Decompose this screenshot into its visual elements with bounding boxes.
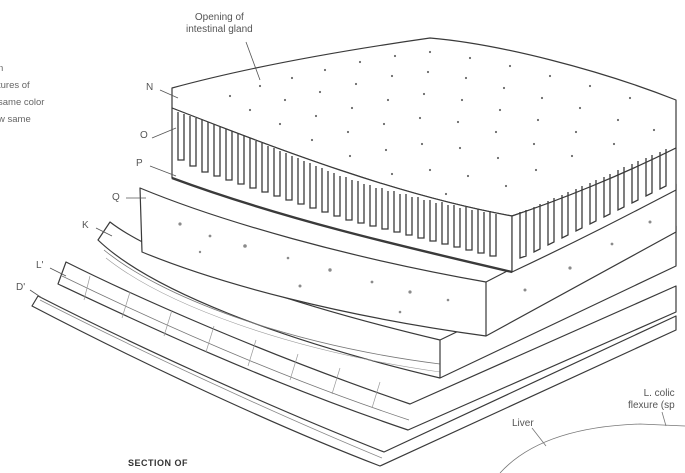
label-N: N xyxy=(146,82,153,94)
label-gland-opening: Opening of intestinal gland xyxy=(186,12,253,36)
side-note: n tures of same color w same xyxy=(0,60,44,128)
section-caption: SECTION OF xyxy=(128,458,188,468)
label-D-prime: D' xyxy=(16,282,25,294)
label-liver: Liver xyxy=(512,418,534,430)
label-L-prime: L' xyxy=(36,260,43,272)
label-P: P xyxy=(136,158,143,170)
label-K: K xyxy=(82,220,89,232)
label-Q: Q xyxy=(112,192,120,204)
label-O: O xyxy=(140,130,148,142)
label-colic-flexure: L. colic flexure (sp xyxy=(628,388,675,412)
